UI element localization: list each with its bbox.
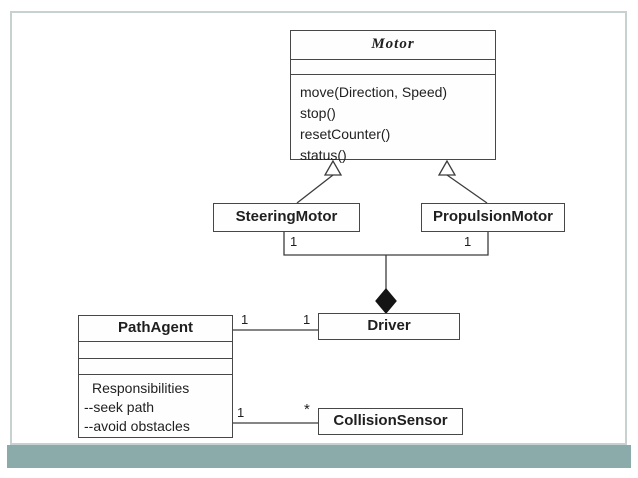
class-collision-sensor: CollisionSensor (318, 408, 463, 435)
class-propulsion-motor-name: PropulsionMotor (433, 208, 553, 225)
method-item: stop() (300, 105, 336, 121)
footer-band (7, 445, 631, 468)
composition-motors-to-driver (283, 232, 489, 315)
class-collision-sensor-name: CollisionSensor (333, 412, 448, 429)
class-steering-motor: SteeringMotor (213, 203, 360, 232)
class-driver-name: Driver (367, 317, 411, 334)
class-path-agent-responsibilities-compartment: Responsibilities --seek path --avoid obs… (79, 374, 232, 437)
class-path-agent-attributes-compartment (79, 341, 232, 358)
class-propulsion-motor: PropulsionMotor (421, 203, 565, 232)
hollow-triangle-icon (437, 159, 457, 176)
multiplicity-propulsion-end: 1 (464, 234, 472, 249)
class-motor-methods-compartment: move(Direction, Speed) stop() resetCount… (291, 74, 495, 163)
class-motor-attributes-compartment (291, 59, 495, 74)
class-motor: Motor move(Direction, Speed) stop() rese… (290, 30, 496, 163)
generalization-propulsion-to-motor (437, 159, 488, 204)
class-path-agent: PathAgent Responsibilities --seek path -… (78, 315, 233, 438)
class-path-agent-name: PathAgent (118, 319, 193, 336)
multiplicity-steering-end: 1 (290, 234, 298, 249)
multiplicity-pathagent-end-driver: 1 (241, 312, 249, 327)
class-path-agent-operations-compartment (79, 358, 232, 374)
responsibilities-title: Responsibilities (92, 380, 190, 396)
method-item: resetCounter() (300, 126, 391, 142)
responsibility-item: --seek path (84, 399, 155, 415)
method-item: move(Direction, Speed) (300, 84, 448, 100)
multiplicity-pathagent-end-sensor: 1 (237, 405, 245, 420)
class-driver: Driver (318, 313, 460, 340)
multiplicity-sensor-end: * (304, 401, 310, 418)
multiplicity-driver-end: 1 (303, 312, 311, 327)
class-motor-name: Motor (371, 36, 415, 52)
generalization-steering-to-motor (296, 159, 343, 204)
filled-diamond-icon (375, 287, 397, 315)
method-item: status() (300, 147, 347, 163)
hollow-triangle-icon (323, 159, 343, 176)
class-steering-motor-name: SteeringMotor (235, 208, 338, 225)
responsibility-item: --avoid obstacles (84, 418, 190, 434)
